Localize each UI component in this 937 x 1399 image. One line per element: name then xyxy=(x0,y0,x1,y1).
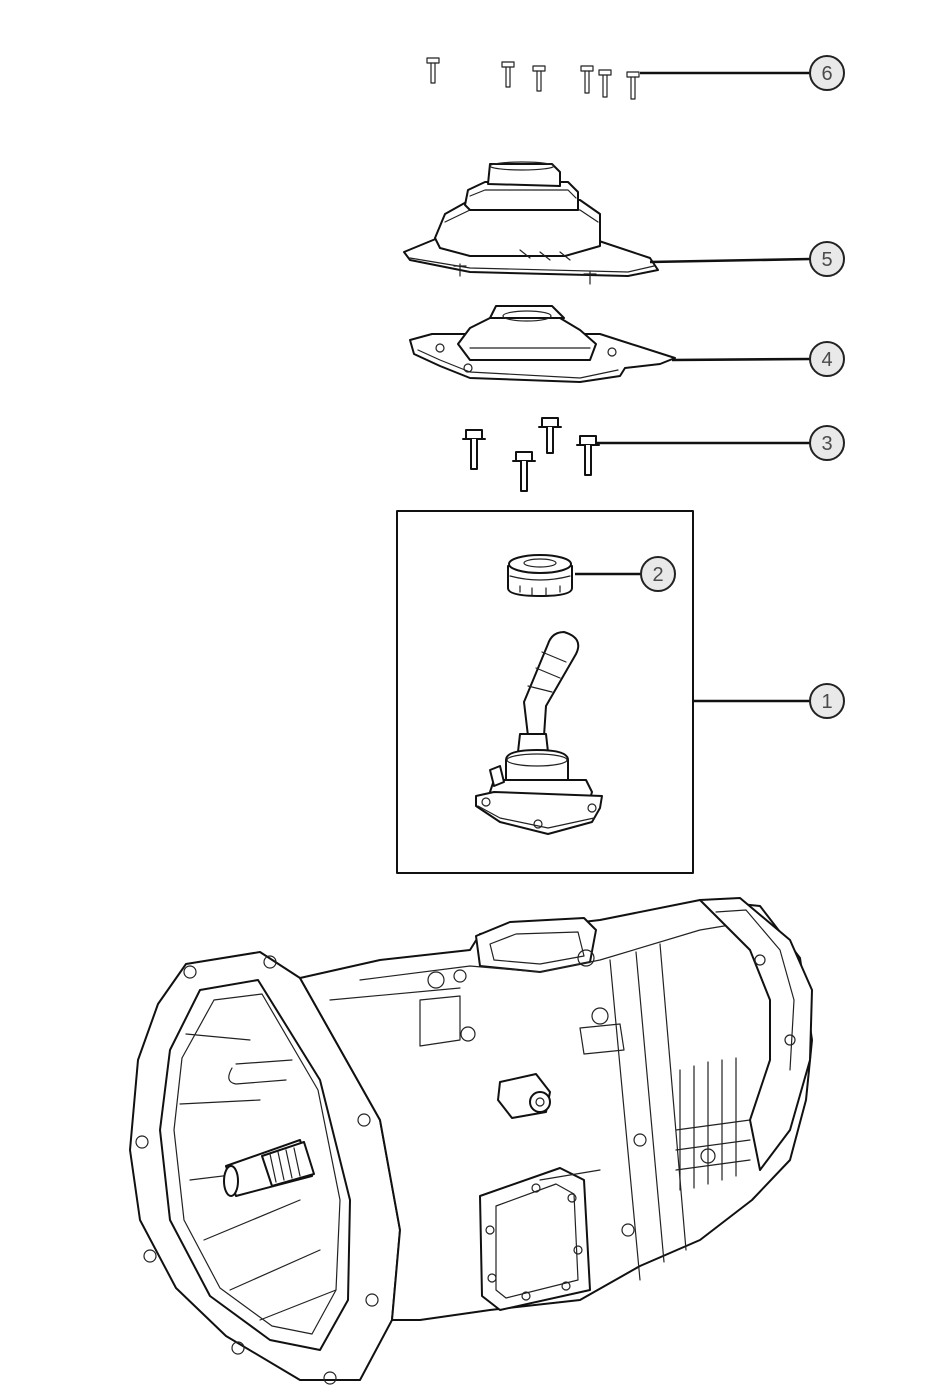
transmission-housing xyxy=(129,897,813,1385)
pto-cover xyxy=(479,1167,591,1311)
part-6-screws xyxy=(426,57,640,100)
callout-5-label: 5 xyxy=(821,249,832,271)
part-5-shift-boot xyxy=(403,161,659,285)
callout-4: 4 xyxy=(809,341,845,377)
callout-5: 5 xyxy=(809,241,845,277)
assembly-frame xyxy=(396,510,694,874)
callout-2: 2 xyxy=(640,556,676,592)
callout-3: 3 xyxy=(809,425,845,461)
part-3-bolts xyxy=(462,417,600,492)
callout-6-label: 6 xyxy=(821,63,832,85)
callout-2-label: 2 xyxy=(652,564,663,586)
part-1-shifter xyxy=(475,631,603,835)
input-shaft xyxy=(223,1139,315,1197)
callout-1: 1 xyxy=(809,683,845,719)
part-2-cap xyxy=(507,554,573,597)
callout-3-label: 3 xyxy=(821,433,832,455)
rear-ribs xyxy=(609,943,751,1281)
callout-4-label: 4 xyxy=(821,349,832,371)
leader-lines xyxy=(575,71,811,703)
fill-plug xyxy=(497,1073,551,1119)
callout-6: 6 xyxy=(809,55,845,91)
part-4-bezel-plate xyxy=(409,305,676,383)
callout-1-label: 1 xyxy=(821,691,832,713)
